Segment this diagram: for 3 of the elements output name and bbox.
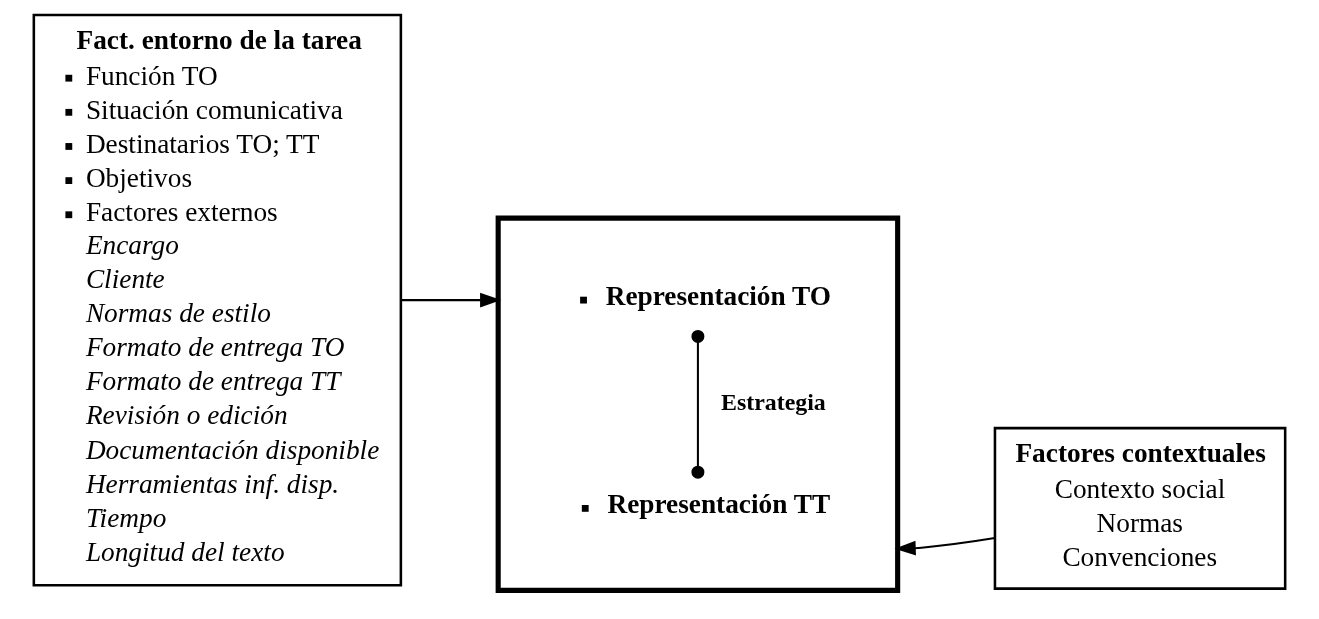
node-label: Representación TO xyxy=(605,280,831,311)
edge-label: Estrategia xyxy=(720,388,826,415)
node-label: Representación TT xyxy=(607,489,831,520)
